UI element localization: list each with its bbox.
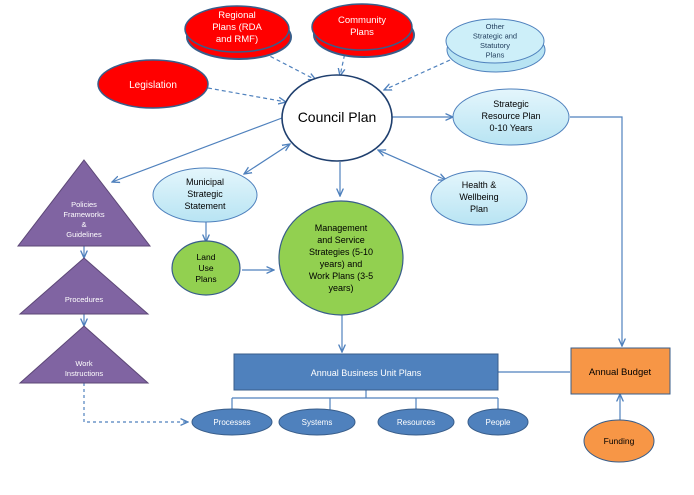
label-line: Plans (486, 51, 505, 60)
label-line: Annual Budget (589, 367, 652, 378)
council-plan-label: Council Plan (298, 109, 377, 125)
label-line: Management (315, 223, 368, 233)
arrow-other-to-council (384, 59, 451, 90)
arrow-srp-to-budget (570, 116, 622, 346)
label-line: Frameworks (63, 210, 105, 219)
label-line: Strategies (5-10 (309, 247, 373, 257)
label-line: Statutory (480, 41, 510, 50)
label-line: Work (75, 359, 93, 368)
node-funding: Funding (583, 419, 655, 463)
arrow-community-to-council (340, 47, 347, 76)
label-line: Systems (302, 418, 333, 427)
node-systems: Systems (278, 408, 356, 436)
legislation-label: Legislation (129, 80, 177, 91)
connectors (83, 47, 622, 422)
label-line: Use (198, 263, 213, 273)
label-line: Work Plans (3-5 (309, 271, 373, 281)
label-line: Health & (462, 180, 497, 190)
arrow-council-to-policies (112, 117, 283, 182)
label-line: Plan (470, 204, 488, 214)
label-line: Community (338, 15, 386, 26)
label-line: Processes (213, 418, 250, 427)
label-line: Strategic (493, 99, 529, 109)
label-line: People (486, 418, 511, 427)
budget-label: Annual Budget (589, 367, 652, 378)
label-line: Funding (604, 436, 635, 446)
label-line: 0-10 Years (489, 123, 533, 133)
node-abup: Annual Business Unit Plans (233, 353, 499, 391)
label-line: Council Plan (298, 109, 377, 125)
arrow-legislation-to-council (207, 87, 286, 102)
label-line: Legislation (129, 80, 177, 91)
procedures-label: Procedures (65, 295, 104, 304)
label-line: Guidelines (66, 230, 102, 239)
abup-bracket (231, 390, 499, 410)
node-resources: Resources (377, 408, 455, 436)
node-legislation: Legislation (97, 59, 209, 109)
label-line: Resource Plan (481, 111, 540, 121)
label-line: Resources (397, 418, 435, 427)
label-line: Land (197, 252, 216, 262)
label-line: years) (328, 283, 353, 293)
label-line: Plans (195, 274, 216, 284)
node-procedures: Procedures (18, 257, 150, 315)
resources-label: Resources (397, 418, 435, 427)
funding-label: Funding (604, 436, 635, 446)
label-line: and Service (317, 235, 365, 245)
label-line: Plans (RDA (212, 22, 262, 33)
arrow-work-to-processes (83, 383, 188, 422)
arrow-council-mss (244, 144, 290, 174)
node-budget: Annual Budget (570, 347, 671, 395)
node-council-plan: Council Plan (281, 74, 393, 162)
node-processes: Processes (191, 408, 273, 436)
label-line: & (81, 220, 86, 229)
label-line: Annual Business Unit Plans (311, 368, 422, 378)
abup-label: Annual Business Unit Plans (311, 368, 422, 378)
label-line: Strategic and (473, 32, 517, 41)
systems-label: Systems (302, 418, 333, 427)
people-label: People (486, 418, 511, 427)
label-line: Procedures (65, 295, 104, 304)
label-line: Municipal (186, 177, 224, 187)
arrow-council-health (378, 150, 446, 180)
label-line: Strategic (187, 189, 223, 199)
label-line: Other (486, 22, 505, 31)
processes-label: Processes (213, 418, 250, 427)
label-line: Statement (184, 201, 226, 211)
label-line: Regional (218, 10, 256, 21)
label-line: Policies (71, 200, 97, 209)
label-line: and RMF) (216, 34, 258, 45)
node-people: People (467, 408, 529, 436)
label-line: years) and (320, 259, 363, 269)
label-line: Plans (350, 27, 374, 38)
label-line: Instructions (65, 369, 104, 378)
label-line: Wellbeing (459, 192, 498, 202)
